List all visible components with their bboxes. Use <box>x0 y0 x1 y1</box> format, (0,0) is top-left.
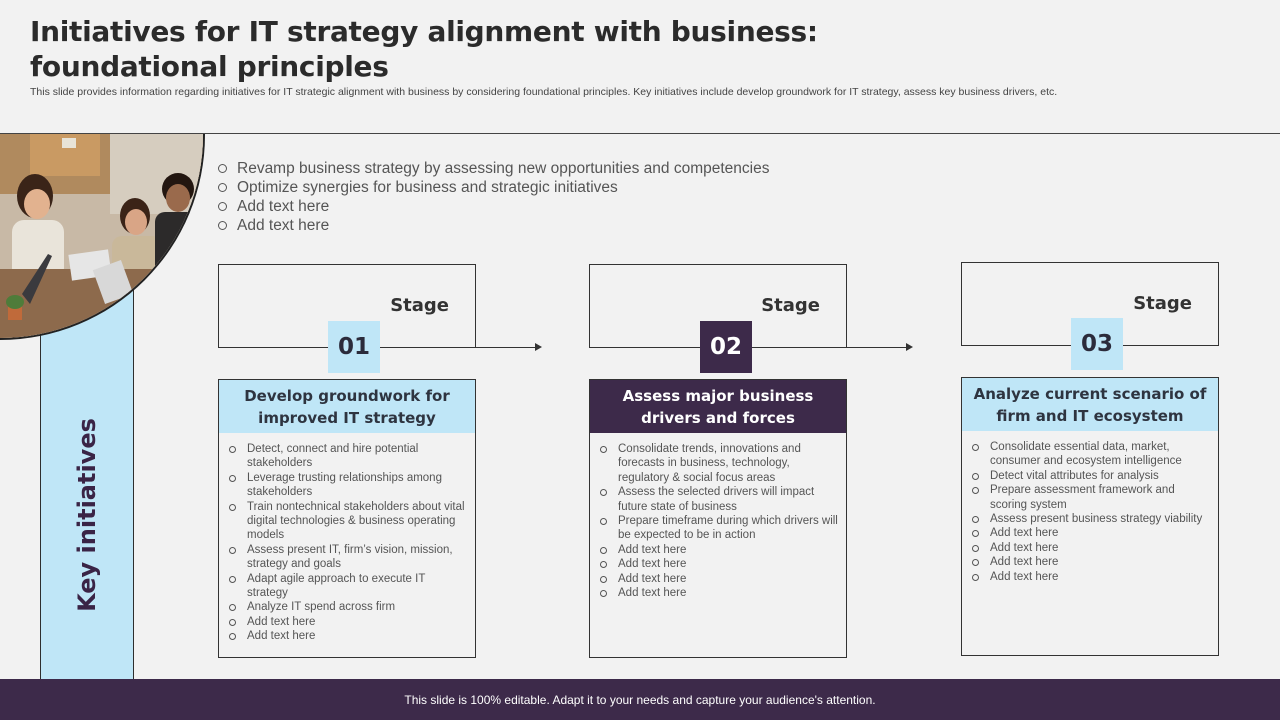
list-item: Prepare assessment framework and scoring… <box>972 483 1210 512</box>
title-line-2: foundational principles <box>30 50 389 83</box>
list-item: Add text here <box>972 555 1210 569</box>
stage-label: Stage <box>390 295 449 316</box>
circle-bullet-icon <box>600 446 607 453</box>
list-item: Add text here <box>600 557 838 571</box>
list-item: Add text here <box>972 541 1210 555</box>
stage-label: Stage <box>761 295 820 316</box>
stage-number-1: 01 <box>328 321 380 373</box>
top-bullet-list: Revamp business strategy by assessing ne… <box>218 159 769 235</box>
circle-bullet-icon <box>229 604 236 612</box>
list-item: Add text here <box>229 629 467 643</box>
stage-number-2: 02 <box>700 321 752 373</box>
initiative-card-2: Assess major business drivers and forces… <box>589 379 847 658</box>
list-item: Adapt agile approach to execute IT strat… <box>229 572 467 601</box>
circle-bullet-icon <box>229 474 236 482</box>
arrow-right-icon <box>847 343 913 351</box>
slide-title: Initiatives for IT strategy alignment wi… <box>30 14 930 84</box>
circle-bullet-icon <box>972 544 979 552</box>
initiative-card-1: Develop groundwork for improved IT strat… <box>218 379 476 658</box>
initiative-card-3: Analyze current scenario of firm and IT … <box>961 377 1219 656</box>
circle-bullet-icon <box>972 559 979 567</box>
circle-bullet-icon <box>600 518 607 526</box>
circle-bullet-icon <box>600 590 607 598</box>
list-item: Assess present IT, firm’s vision, missio… <box>229 543 467 572</box>
list-item: Assess the selected drivers will impact … <box>600 485 838 514</box>
top-bullet-item: Revamp business strategy by assessing ne… <box>218 159 769 178</box>
circle-bullet-icon <box>600 561 607 569</box>
footer-text: This slide is 100% editable. Adapt it to… <box>404 693 876 707</box>
circle-bullet-icon <box>229 503 236 511</box>
list-item: Add text here <box>972 570 1210 584</box>
circle-bullet-icon <box>229 618 236 626</box>
list-item: Add text here <box>600 543 838 557</box>
list-item: Train nontechnical stakeholders about vi… <box>229 500 467 543</box>
circle-bullet-icon <box>218 183 227 192</box>
list-item: Leverage trusting relationships among st… <box>229 471 467 500</box>
card-bullet-list: Detect, connect and hire potential stake… <box>219 433 475 644</box>
circle-bullet-icon <box>229 575 236 583</box>
card-bullet-list: Consolidate essential data, market, cons… <box>962 431 1218 584</box>
top-bullet-item: Optimize synergies for business and stra… <box>218 178 769 197</box>
circle-bullet-icon <box>229 546 236 554</box>
circle-bullet-icon <box>972 487 979 495</box>
list-item: Detect, connect and hire potential stake… <box>229 442 467 471</box>
list-item: Consolidate essential data, market, cons… <box>972 440 1210 469</box>
circle-bullet-icon <box>229 446 236 453</box>
list-item: Prepare timeframe during which drivers w… <box>600 514 838 543</box>
list-item: Add text here <box>600 572 838 586</box>
arrow-right-icon <box>476 343 542 351</box>
list-item: Add text here <box>972 526 1210 540</box>
circle-bullet-icon <box>972 472 979 480</box>
card-heading: Analyze current scenario of firm and IT … <box>962 378 1218 431</box>
circle-bullet-icon <box>218 221 227 230</box>
card-heading: Assess major business drivers and forces <box>590 380 846 433</box>
top-bullet-item: Add text here <box>218 216 769 235</box>
top-bullet-item: Add text here <box>218 197 769 216</box>
circle-bullet-icon <box>229 633 236 641</box>
key-initiatives-sidebar <box>40 290 134 720</box>
slide-subtitle: This slide provides information regardin… <box>30 86 1058 98</box>
list-item: Add text here <box>229 615 467 629</box>
key-initiatives-label: Key initiatives <box>73 418 101 612</box>
header-divider <box>0 133 1280 134</box>
circle-bullet-icon <box>600 575 607 583</box>
title-line-1: Initiatives for IT strategy alignment wi… <box>30 15 818 48</box>
list-item: Assess present business strategy viabili… <box>972 512 1210 526</box>
card-bullet-list: Consolidate trends, innovations and fore… <box>590 433 846 600</box>
list-item: Consolidate trends, innovations and fore… <box>600 442 838 485</box>
circle-bullet-icon <box>218 164 227 173</box>
list-item: Add text here <box>600 586 838 600</box>
stage-number-3: 03 <box>1071 318 1123 370</box>
circle-bullet-icon <box>972 516 979 524</box>
circle-bullet-icon <box>972 573 979 581</box>
list-item: Analyze IT spend across firm <box>229 600 467 614</box>
stage-label: Stage <box>1133 293 1192 314</box>
circle-bullet-icon <box>600 546 607 554</box>
team-meeting-photo <box>0 134 205 340</box>
circle-bullet-icon <box>972 444 979 451</box>
footer-bar <box>0 679 1280 720</box>
circle-bullet-icon <box>972 530 979 538</box>
list-item: Detect vital attributes for analysis <box>972 469 1210 483</box>
circle-bullet-icon <box>600 489 607 497</box>
circle-bullet-icon <box>218 202 227 211</box>
card-heading: Develop groundwork for improved IT strat… <box>219 380 475 433</box>
